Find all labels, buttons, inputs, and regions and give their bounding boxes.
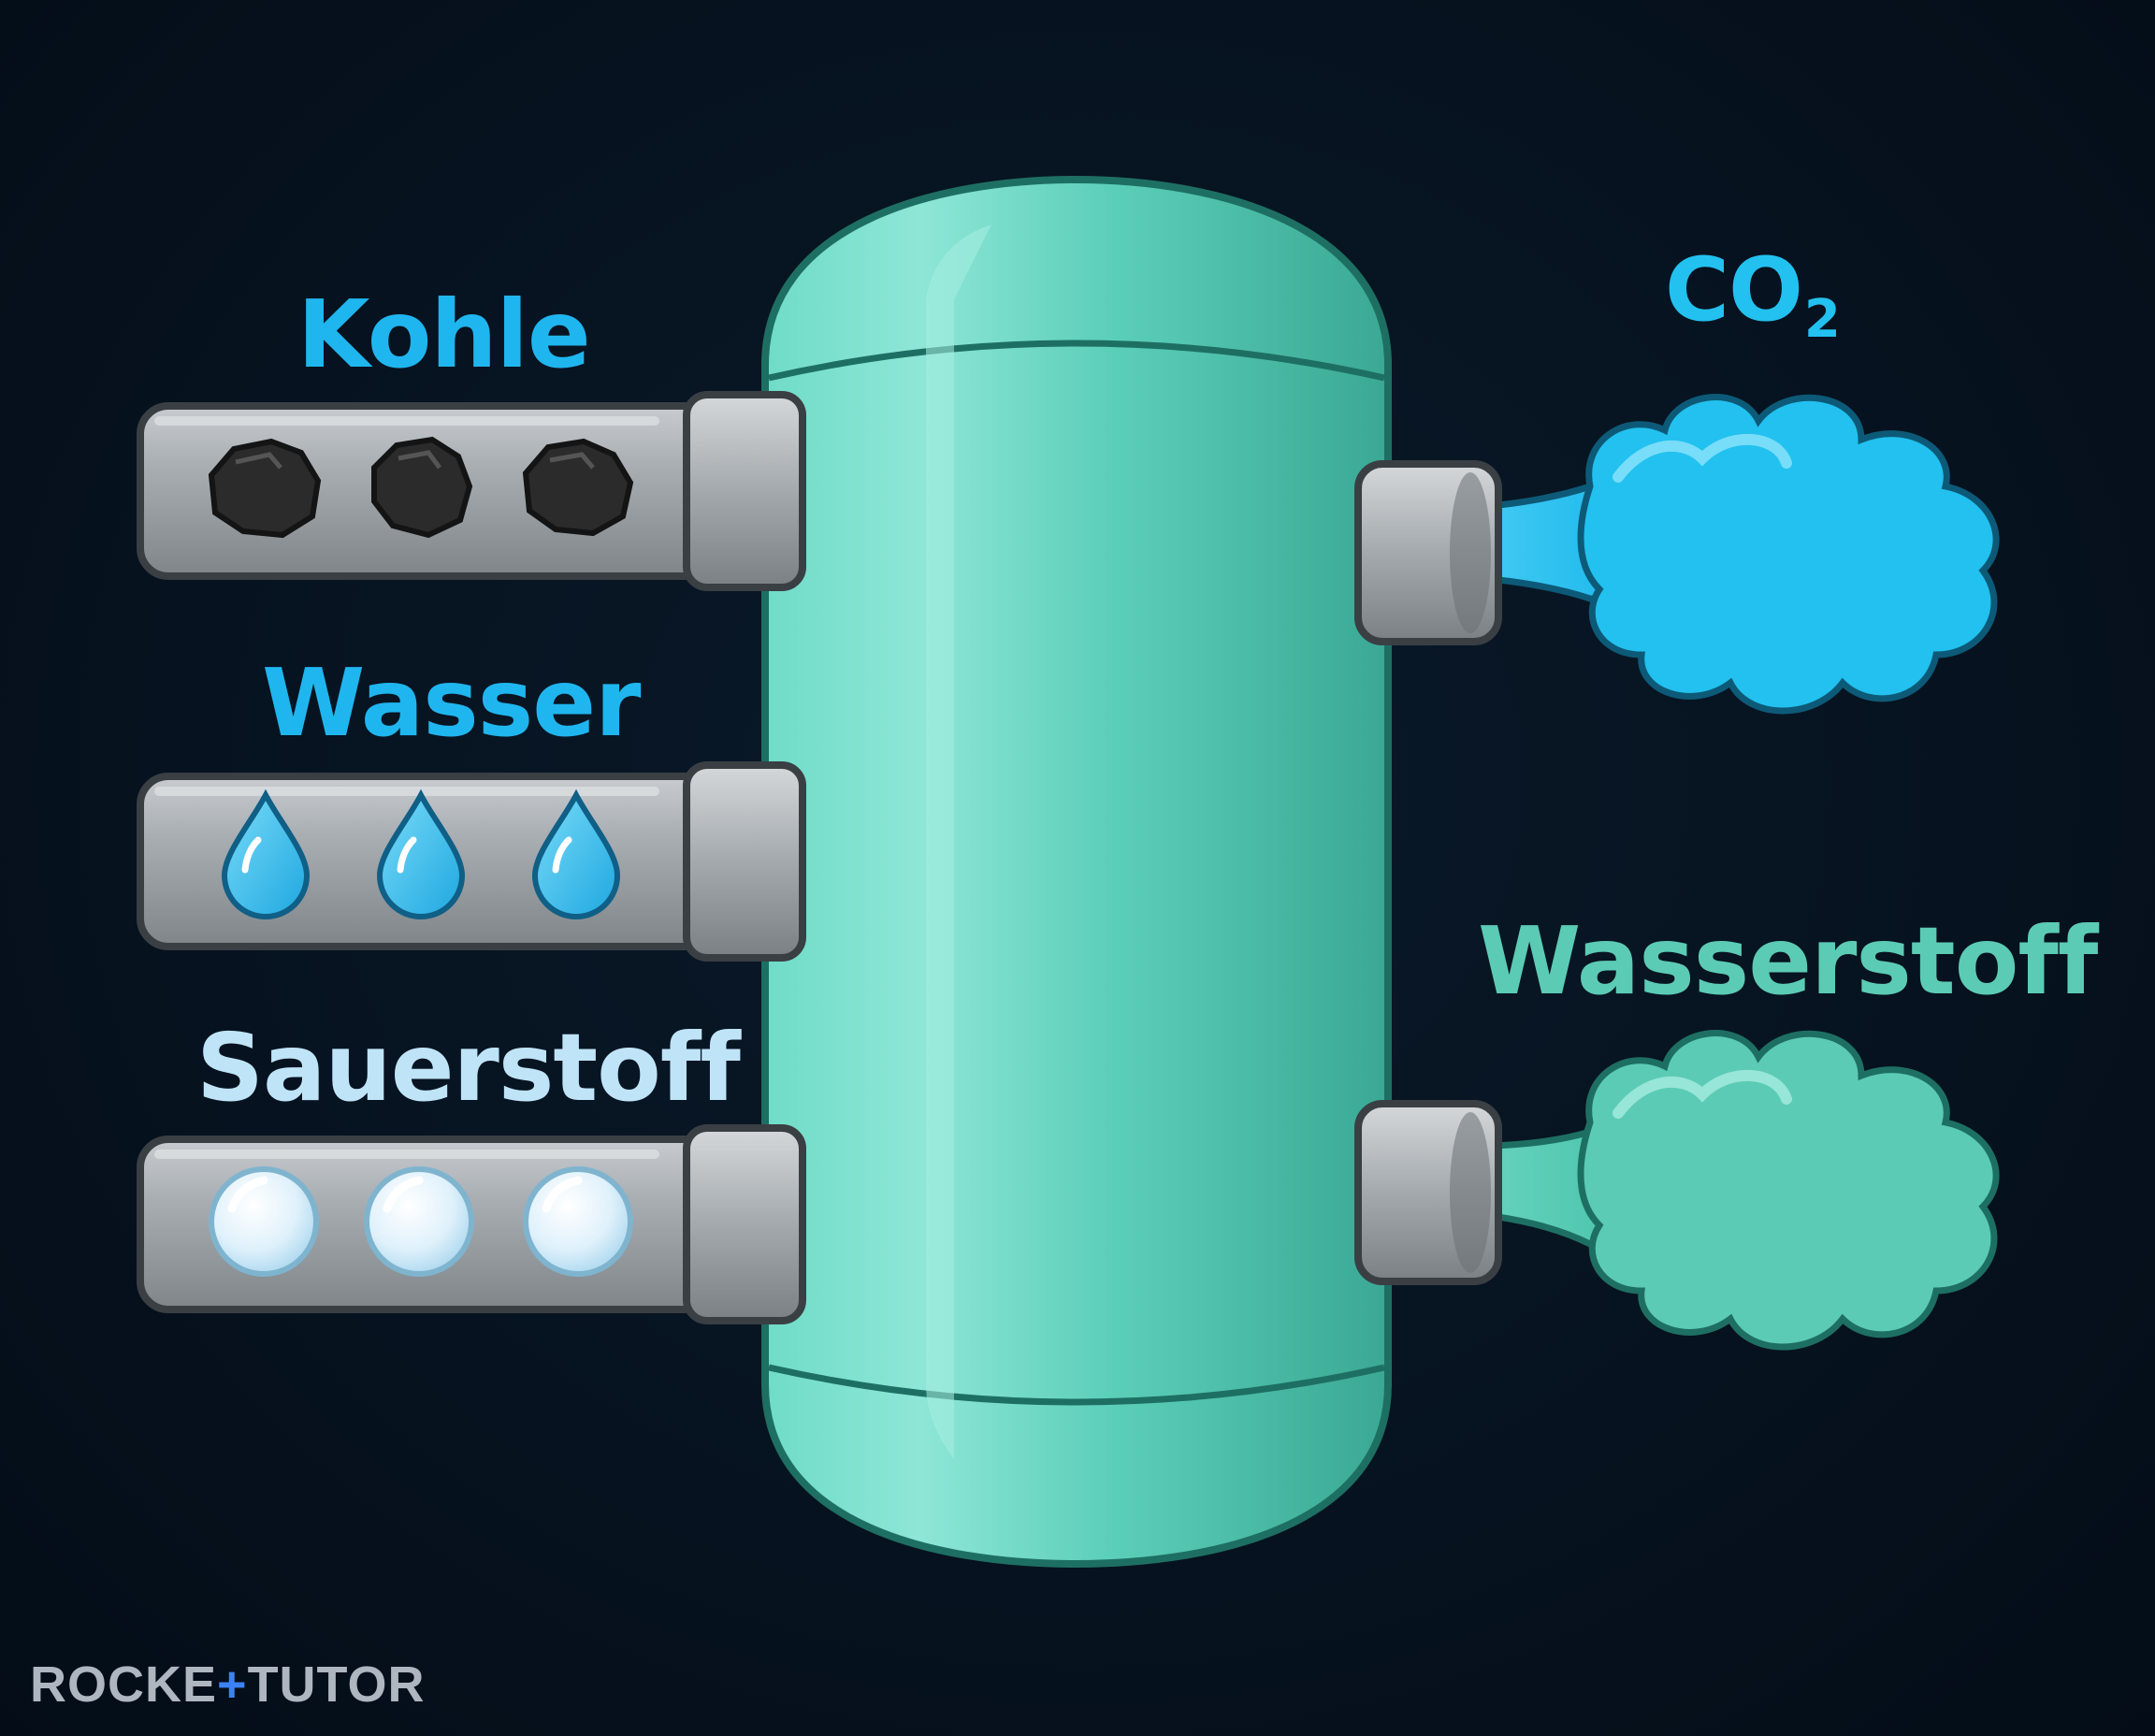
- co2-outlet: [1354, 394, 2000, 715]
- co2-label: CO2: [1665, 247, 1841, 346]
- co2-label-subscript: 2: [1803, 289, 1841, 350]
- oxygen-pipe: [137, 1124, 806, 1324]
- coal-lump-icon: [208, 438, 322, 539]
- water-label: Wasser: [262, 648, 641, 758]
- oxygen-bubble-icon: [364, 1166, 474, 1277]
- water-pipe: [137, 761, 806, 962]
- coal-lump-icon: [371, 436, 473, 539]
- co2-label-main: CO: [1665, 239, 1803, 341]
- reactor-vessel: [761, 175, 1392, 1569]
- water-drop-icon: [376, 788, 466, 919]
- coal-pipe: [137, 391, 806, 591]
- rocketutor-logo: ROCKE+TUTOR: [30, 1656, 426, 1713]
- coal-label: Kohle: [297, 280, 591, 389]
- oxygen-label: Sauerstoff: [196, 1013, 741, 1122]
- oxygen-bubble-icon: [523, 1166, 633, 1277]
- co2-cloud: [1577, 394, 2000, 715]
- oxygen-bubble-icon: [209, 1166, 319, 1277]
- water-drop-icon: [221, 788, 311, 919]
- hydrogen-cloud: [1577, 1030, 2000, 1351]
- hydrogen-outlet: [1354, 1030, 2000, 1351]
- hydrogen-label: Wasserstoff: [1478, 906, 2098, 1016]
- water-drop-icon: [531, 788, 621, 919]
- coal-lump-icon: [522, 438, 634, 537]
